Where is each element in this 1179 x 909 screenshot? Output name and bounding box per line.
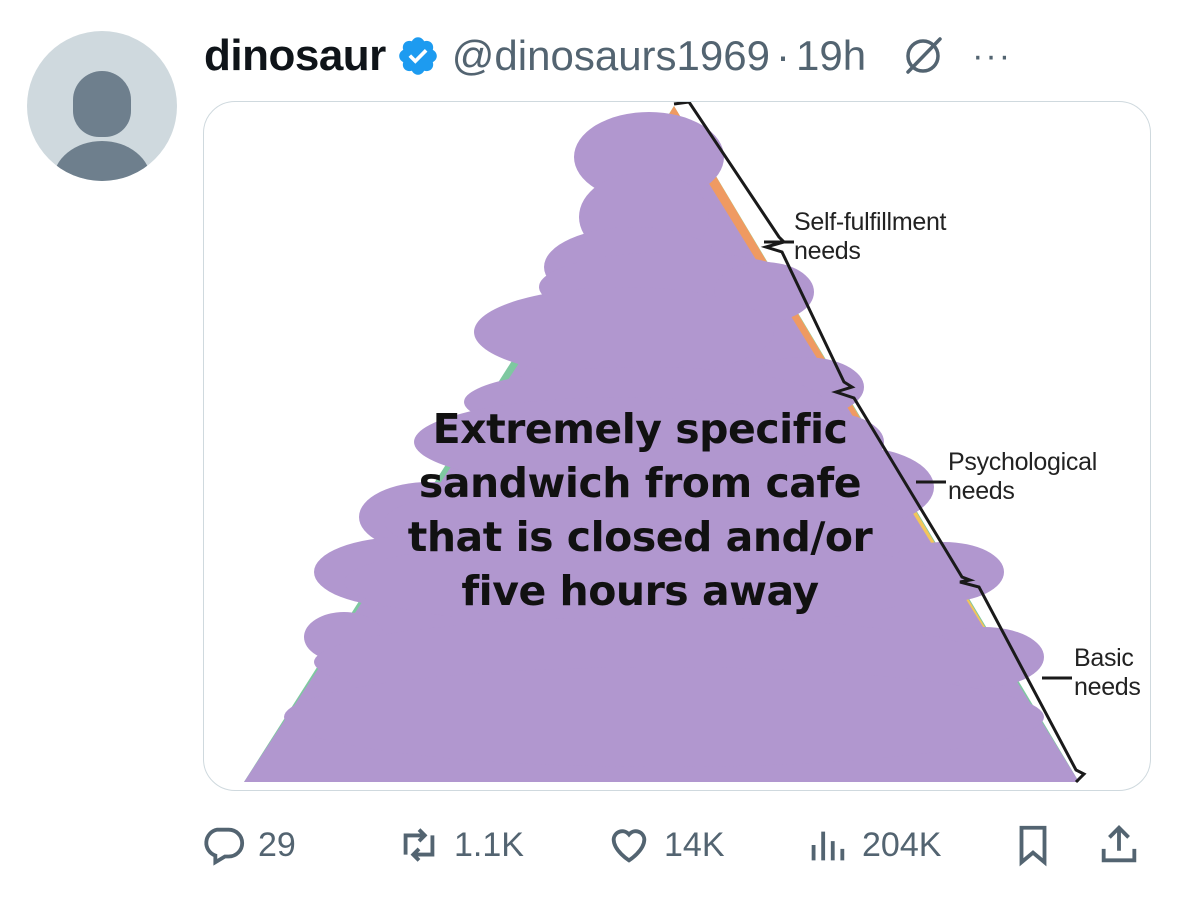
display-name[interactable]: dinosaur — [204, 31, 386, 80]
tweet-actions-bar: 29 1.1K 14K 204K — [200, 812, 1150, 878]
reply-button[interactable]: 29 — [200, 812, 296, 878]
bookmark-button[interactable] — [1010, 812, 1056, 878]
avatar[interactable] — [27, 31, 177, 181]
share-button[interactable] — [1096, 812, 1142, 878]
views-button[interactable]: 204K — [804, 812, 941, 878]
bookmark-icon — [1019, 825, 1047, 867]
like-button[interactable]: 14K — [606, 812, 725, 878]
repost-button[interactable]: 1.1K — [396, 812, 524, 878]
bracket-line — [673, 102, 1087, 784]
like-count: 14K — [664, 825, 725, 864]
label-basic: Basic needs — [1074, 644, 1141, 701]
views-chart-icon — [811, 831, 845, 861]
views-count: 204K — [862, 825, 942, 864]
user-handle[interactable]: @dinosaurs1969 — [451, 32, 770, 79]
label-psychological: Psychological needs — [948, 448, 1097, 505]
verified-badge-icon[interactable] — [396, 34, 440, 78]
avatar-body-shape — [53, 141, 151, 181]
repost-icon — [403, 828, 435, 862]
reply-count: 29 — [258, 825, 296, 864]
more-options-icon[interactable]: ··· — [972, 37, 1013, 75]
avatar-head-shape — [73, 71, 131, 137]
repost-count: 1.1K — [454, 825, 524, 864]
heart-icon — [611, 829, 647, 863]
pyramid-meme-graphic — [244, 102, 1087, 784]
purple-scribble-cover — [244, 112, 1079, 782]
meme-center-text: Extremely specific sandwich from cafe th… — [407, 405, 873, 615]
tweet-header: dinosaur @dinosaurs1969 · 19h ··· — [204, 24, 1149, 88]
tweet-media-image[interactable]: Extremely specific sandwich from cafe th… — [203, 101, 1151, 791]
grok-icon[interactable] — [900, 33, 946, 79]
label-self-fulfillment: Self-fulfillment needs — [794, 208, 947, 265]
separator-dot: · — [775, 32, 790, 79]
reply-icon — [204, 827, 245, 866]
share-icon — [1101, 825, 1137, 863]
timestamp[interactable]: 19h — [795, 32, 867, 79]
